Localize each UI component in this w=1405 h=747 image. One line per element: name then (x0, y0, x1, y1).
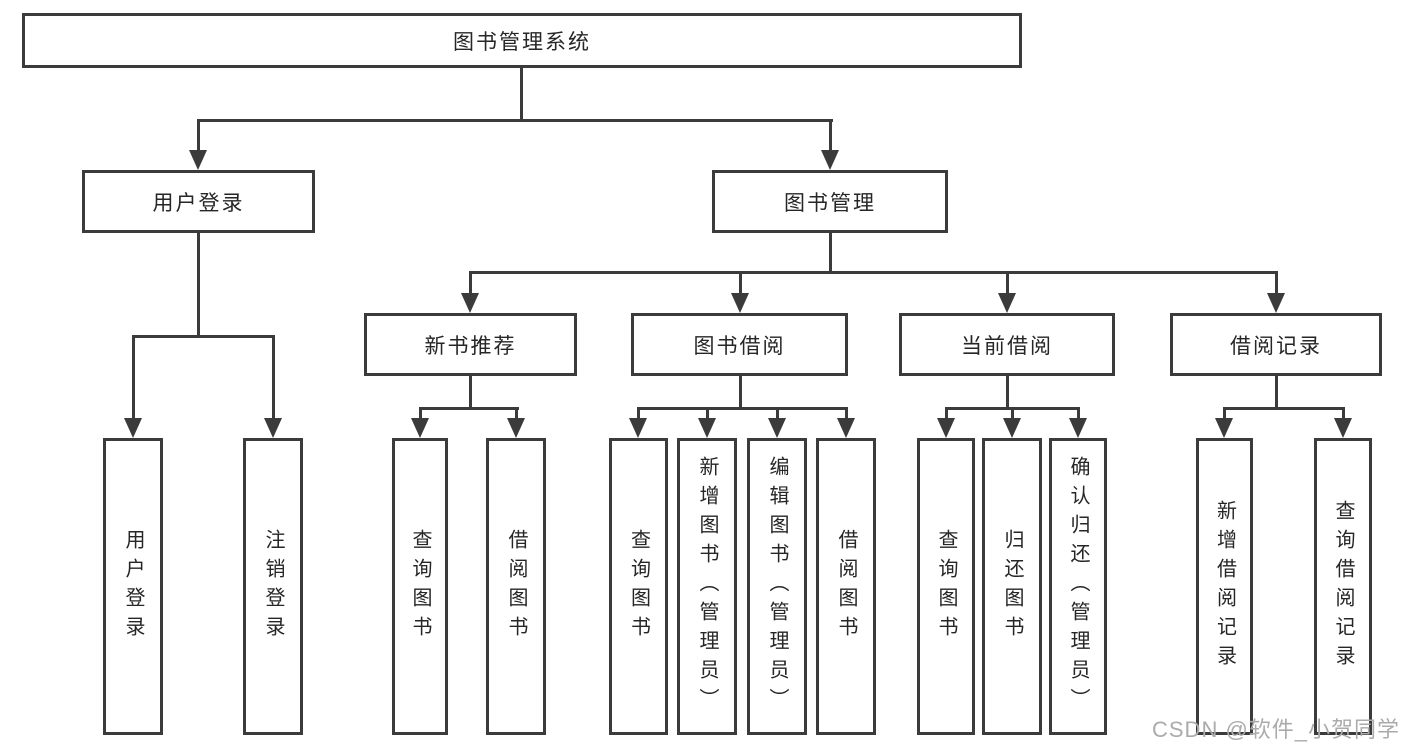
leaf-query-borrow-record: 查询借阅记录 (1314, 438, 1372, 735)
connector-shaft (469, 271, 472, 295)
connector-shaft (197, 119, 200, 151)
connector-shaft (637, 407, 640, 420)
connector-shaft (419, 407, 422, 420)
node-book-borrow: 图书借阅 (631, 313, 848, 376)
node-book-management: 图书管理 (712, 170, 948, 233)
arrow-down-icon (264, 418, 282, 438)
connector-borrow-rail (637, 407, 848, 410)
leaf-add-book-admin: 新增图书（管理员） (677, 438, 737, 735)
leaf-edit-book-admin: 编辑图书（管理员） (747, 438, 807, 735)
arrow-down-icon (124, 418, 142, 438)
node-current-borrow: 当前借阅 (899, 313, 1115, 376)
leaf-logout: 注销登录 (243, 438, 303, 735)
node-borrow-record: 借阅记录 (1170, 313, 1382, 376)
connector-userlogin-rail (132, 335, 275, 338)
connector-shaft (1342, 407, 1345, 420)
leaf-current-query-book: 查询图书 (917, 438, 975, 735)
arrow-down-icon (821, 150, 839, 170)
arrow-down-icon (1003, 418, 1021, 438)
arrow-down-icon (1267, 293, 1285, 313)
connector-record-stub (1275, 376, 1278, 409)
leaf-borrow-query-book: 查询图书 (609, 438, 668, 735)
leaf-return-book: 归还图书 (982, 438, 1042, 735)
arrow-down-icon (1334, 418, 1352, 438)
node-user-login-group: 用户登录 (82, 170, 315, 233)
arrow-down-icon (629, 418, 647, 438)
arrow-down-icon (461, 293, 479, 313)
arrow-down-icon (411, 418, 429, 438)
connector-recommend-rail (419, 407, 519, 410)
arrow-down-icon (837, 418, 855, 438)
leaf-borrow-book: 借阅图书 (816, 438, 876, 735)
connector-userlogin-stub (197, 233, 200, 337)
connector-current-stub (1006, 376, 1009, 409)
leaf-user-login: 用户登录 (103, 438, 163, 735)
arrow-down-icon (998, 293, 1016, 313)
connector-bookmgmt-rail (469, 271, 1278, 274)
leaf-add-borrow-record: 新增借阅记录 (1196, 438, 1253, 735)
connector-recommend-stub (469, 376, 472, 409)
connector-shaft (1077, 407, 1080, 420)
connector-root-rail (197, 119, 833, 122)
arrow-down-icon (937, 418, 955, 438)
connector-shaft (845, 407, 848, 420)
connector-bookmgmt-stub (829, 233, 832, 273)
connector-shaft (272, 335, 275, 419)
connector-shaft (1223, 407, 1226, 420)
arrow-down-icon (768, 418, 786, 438)
csdn-watermark: CSDN @软件_小贺同学 (1152, 717, 1401, 742)
connector-borrow-stub (739, 376, 742, 409)
connector-shaft (1011, 407, 1014, 420)
arrow-down-icon (189, 150, 207, 170)
leaf-recommend-borrow-book: 借阅图书 (486, 438, 546, 735)
arrow-down-icon (698, 418, 716, 438)
leaf-recommend-query-book: 查询图书 (392, 438, 448, 735)
connector-shaft (739, 271, 742, 295)
connector-shaft (945, 407, 948, 420)
connector-root-stub (520, 68, 523, 121)
connector-shaft (706, 407, 709, 420)
connector-shaft (1275, 271, 1278, 295)
connector-shaft (132, 335, 135, 419)
arrow-down-icon (507, 418, 525, 438)
connector-record-rail (1223, 407, 1345, 410)
node-new-book-recommend: 新书推荐 (364, 313, 577, 376)
arrow-down-icon (1069, 418, 1087, 438)
node-library-management-system: 图书管理系统 (22, 13, 1022, 68)
arrow-down-icon (731, 293, 749, 313)
connector-shaft (515, 407, 518, 420)
arrow-down-icon (1215, 418, 1233, 438)
leaf-confirm-return-admin: 确认归还（管理员） (1049, 438, 1107, 735)
connector-shaft (829, 119, 832, 151)
connector-shaft (1006, 271, 1009, 295)
connector-shaft (776, 407, 779, 420)
